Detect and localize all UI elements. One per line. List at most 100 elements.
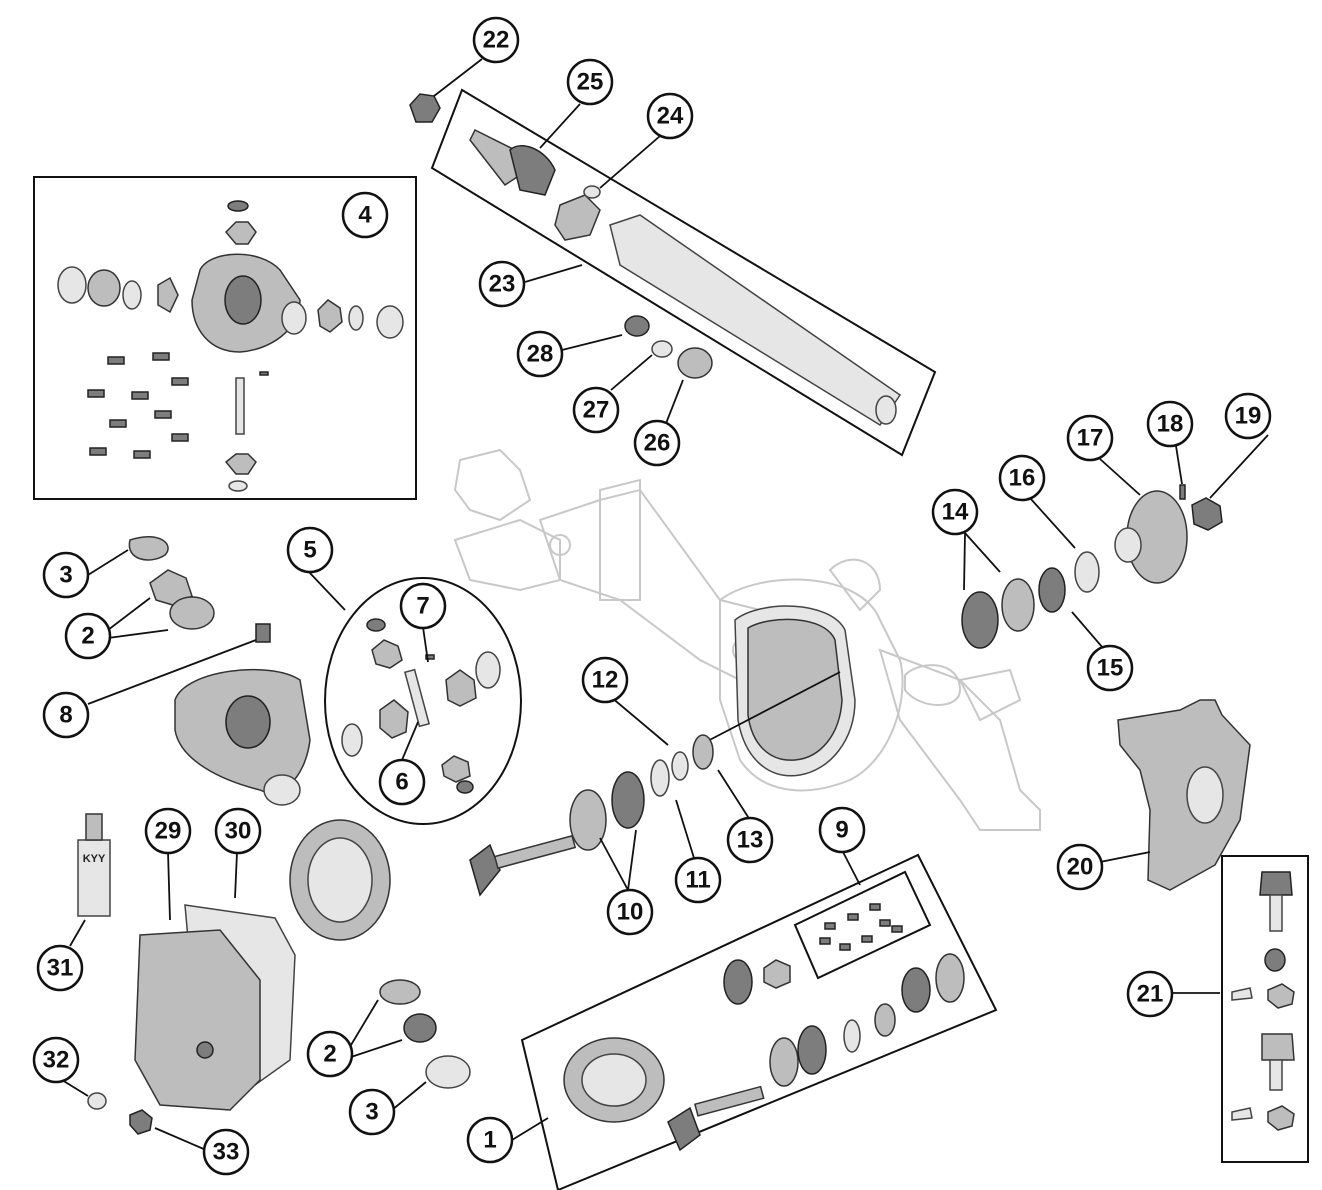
callout-number: 15: [1097, 655, 1124, 682]
callout-number: 17: [1077, 425, 1104, 452]
callout-number: 11: [685, 867, 710, 894]
callout-circle: [306, 1030, 354, 1078]
callout-number: 28: [527, 341, 554, 368]
callout-c19: 19: [1224, 392, 1272, 440]
hub-bearing-parts: [961, 484, 1223, 649]
callout-number: 12: [592, 667, 619, 694]
callout-c3b: 3: [348, 1088, 396, 1136]
callout-circle: [818, 806, 866, 854]
callout-circle: [32, 1036, 80, 1084]
callout-circle: [1086, 644, 1134, 692]
callout-c2a: 2: [64, 612, 112, 660]
small-parts-box: [793, 870, 932, 980]
ring-gear-bolts: [87, 352, 189, 459]
callout-circle: [633, 419, 681, 467]
callout-c14: 14: [931, 488, 979, 536]
callout-number: 20: [1067, 854, 1094, 881]
callout-c1: 1: [466, 1116, 514, 1164]
spider-gears: [341, 618, 501, 794]
sealant-tube: KYY: [77, 813, 111, 917]
callout-number: 31: [47, 955, 74, 982]
callout-c3a: 3: [42, 551, 90, 599]
tube-label: KYY: [83, 853, 106, 865]
callout-number: 26: [644, 430, 671, 457]
callout-circle: [998, 454, 1046, 502]
housing-cover-face: [699, 605, 856, 777]
callout-number: 25: [577, 69, 604, 96]
callout-c12: 12: [581, 656, 629, 704]
callout-circle: [726, 816, 774, 864]
callout-circle: [202, 1128, 250, 1176]
callout-circle: [64, 612, 112, 660]
callout-c25: 25: [566, 58, 614, 106]
hub-nut-22: [409, 93, 441, 123]
callout-number: 4: [358, 202, 372, 229]
plug-32: [87, 1092, 107, 1110]
callout-c13: 13: [726, 816, 774, 864]
pinion-parts: [469, 734, 714, 897]
callout-number: 7: [416, 593, 429, 620]
callout-number: 29: [155, 818, 182, 845]
callout-circle: [566, 58, 614, 106]
callout-circle: [144, 807, 192, 855]
callout-number: 6: [395, 769, 408, 796]
callout-c17: 17: [1066, 414, 1114, 462]
callout-c8: 8: [42, 691, 90, 739]
callout-circle: [1056, 843, 1104, 891]
callout-c2b: 2: [306, 1030, 354, 1078]
callout-circle: [1146, 400, 1194, 448]
callout-number: 2: [323, 1041, 336, 1068]
callout-c24: 24: [646, 92, 694, 140]
shaft-seals: [624, 315, 713, 379]
leader-lines: [61, 58, 1269, 1151]
callout-circle: [478, 260, 526, 308]
callout-circle: [378, 758, 426, 806]
callout-c30: 30: [214, 807, 262, 855]
diff-cover: [134, 904, 296, 1111]
knuckle-bore: [1186, 766, 1224, 824]
callout-number: 27: [583, 397, 610, 424]
spider-gear-oval: [324, 577, 522, 825]
callout-number: 10: [617, 899, 644, 926]
callout-circle: [348, 1088, 396, 1136]
callout-circle: [516, 330, 564, 378]
callout-circle: [581, 656, 629, 704]
ball-joint-box: [1221, 855, 1309, 1163]
callout-circle: [931, 488, 979, 536]
callout-number: 1: [483, 1127, 496, 1154]
callout-c32: 32: [32, 1036, 80, 1084]
callout-c21: 21: [1126, 970, 1174, 1018]
callout-circle: [572, 386, 620, 434]
callout-c26: 26: [633, 419, 681, 467]
callout-circle: [1126, 970, 1174, 1018]
callout-number: 32: [43, 1047, 70, 1074]
callout-circle: [286, 526, 334, 574]
callout-circle: [1224, 392, 1272, 440]
callout-circle: [42, 691, 90, 739]
callout-circle: [341, 191, 389, 239]
callout-c22: 22: [472, 16, 520, 64]
callout-number: 33: [213, 1139, 240, 1166]
callout-circle: [646, 92, 694, 140]
callout-number: 30: [225, 818, 252, 845]
callout-circle: [674, 856, 722, 904]
callout-c9: 9: [818, 806, 866, 854]
callout-circle: [606, 888, 654, 936]
callout-c31: 31: [36, 944, 84, 992]
callout-c5: 5: [286, 526, 334, 574]
callout-c4: 4: [341, 191, 389, 239]
callout-number: 24: [657, 103, 684, 130]
callout-c20: 20: [1056, 843, 1104, 891]
callout-number: 14: [942, 499, 969, 526]
callout-number: 23: [489, 271, 516, 298]
callout-circle: [466, 1116, 514, 1164]
callout-number: 16: [1009, 465, 1036, 492]
callout-number: 3: [59, 562, 72, 589]
callout-number: 9: [835, 817, 848, 844]
callout-number: 3: [365, 1099, 378, 1126]
ring-pinion-box: [520, 853, 998, 1190]
callout-c18: 18: [1146, 400, 1194, 448]
callout-c28: 28: [516, 330, 564, 378]
